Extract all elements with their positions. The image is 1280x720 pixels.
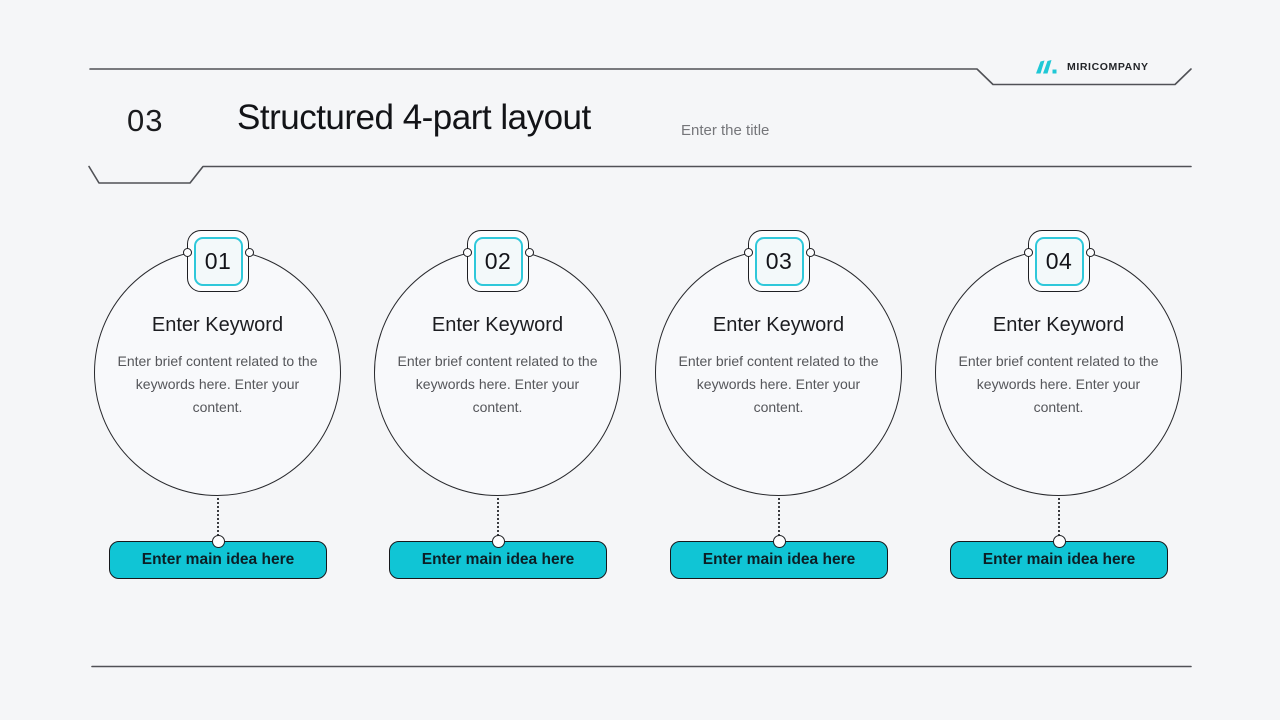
step-circle: Enter Keyword Enter brief content relate… — [374, 249, 621, 496]
main-idea-button[interactable]: Enter main idea here — [950, 534, 1168, 579]
step-number-badge: 03 — [743, 230, 815, 292]
main-idea-button[interactable]: Enter main idea here — [109, 534, 327, 579]
top-border-line — [89, 68, 1192, 86]
main-idea-label: Enter main idea here — [141, 551, 295, 568]
badge-node-right — [524, 248, 534, 257]
step-number-badge: 01 — [182, 230, 254, 292]
step-description[interactable]: Enter brief content related to the keywo… — [397, 353, 598, 415]
dotted-connector — [778, 498, 780, 536]
main-idea-label: Enter main idea here — [421, 551, 575, 568]
main-idea-label: Enter main idea here — [702, 551, 856, 568]
dotted-connector — [217, 498, 219, 536]
header-underline — [88, 165, 1192, 184]
step-description[interactable]: Enter brief content related to the keywo… — [958, 353, 1159, 415]
connector-node — [772, 534, 786, 548]
step-keyword[interactable]: Enter Keyword — [712, 314, 845, 336]
step-number: 01 — [193, 236, 243, 286]
slide-title: Structured 4-part layout — [237, 98, 591, 137]
step-description[interactable]: Enter brief content related to the keywo… — [678, 353, 879, 415]
step-number-badge: 02 — [462, 230, 534, 292]
badge-node-right — [805, 248, 815, 257]
brand-logo: MIRICOMPANY — [1035, 57, 1149, 77]
dotted-connector — [497, 498, 499, 536]
step-keyword[interactable]: Enter Keyword — [992, 314, 1125, 336]
step-card-1: Enter Keyword Enter brief content relate… — [93, 230, 343, 582]
connector-node — [211, 534, 225, 548]
step-card-4: Enter Keyword Enter brief content relate… — [934, 230, 1184, 582]
slide-number: 03 — [127, 103, 164, 138]
connector-node — [1052, 534, 1066, 548]
brand-logo-icon — [1036, 60, 1057, 74]
step-card-3: Enter Keyword Enter brief content relate… — [654, 230, 904, 582]
badge-node-left — [462, 248, 472, 257]
dotted-connector — [1058, 498, 1060, 536]
step-number: 04 — [1034, 236, 1084, 286]
badge-node-left — [182, 248, 192, 257]
badge-node-right — [1085, 248, 1095, 257]
step-keyword[interactable]: Enter Keyword — [151, 314, 284, 336]
step-keyword[interactable]: Enter Keyword — [431, 314, 564, 336]
brand-name: MIRICOMPANY — [1067, 61, 1149, 73]
main-idea-label: Enter main idea here — [982, 551, 1136, 568]
main-idea-button[interactable]: Enter main idea here — [670, 534, 888, 579]
badge-node-left — [743, 248, 753, 257]
connector-node — [491, 534, 505, 548]
step-description[interactable]: Enter brief content related to the keywo… — [117, 353, 318, 415]
badge-node-right — [244, 248, 254, 257]
step-number-badge: 04 — [1023, 230, 1095, 292]
main-idea-button[interactable]: Enter main idea here — [389, 534, 607, 579]
step-number: 03 — [754, 236, 804, 286]
step-card-2: Enter Keyword Enter brief content relate… — [373, 230, 623, 582]
step-number: 02 — [473, 236, 523, 286]
title-placeholder[interactable]: Enter the title — [681, 122, 770, 139]
badge-node-left — [1023, 248, 1033, 257]
